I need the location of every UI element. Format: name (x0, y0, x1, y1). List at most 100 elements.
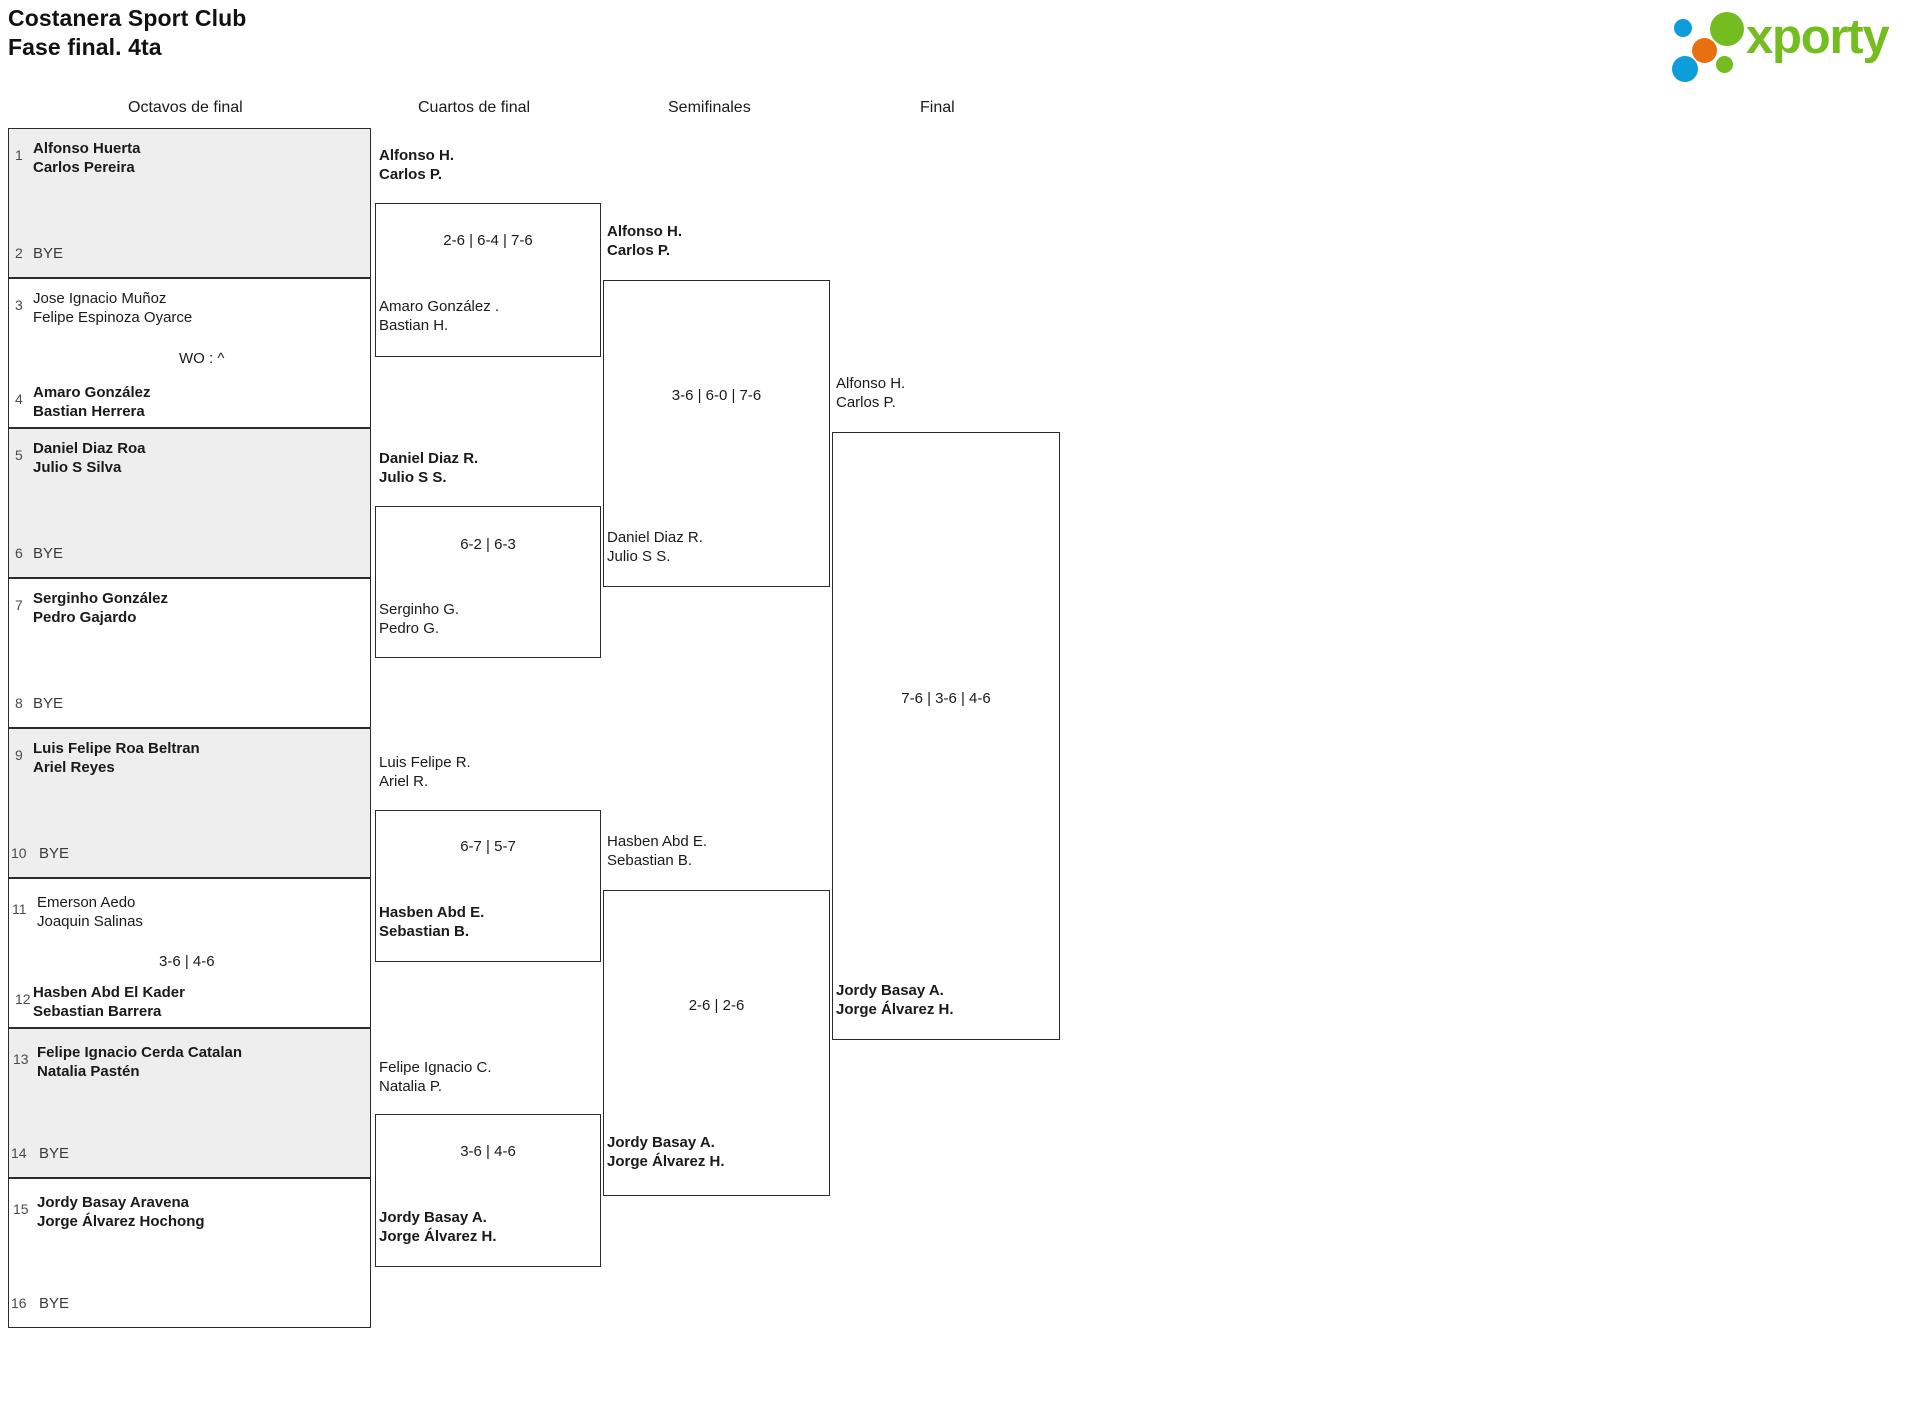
seed-player-1: Emerson Aedo (37, 894, 136, 911)
club-name: Costanera Sport Club (8, 5, 247, 31)
seed-player-2: Julio S Silva (33, 459, 122, 476)
seed-player-2: Bastian Herrera (33, 403, 145, 420)
seed-names: Serginho González Pedro Gajardo (33, 589, 168, 627)
final-top-player-2: Carlos P. (836, 394, 896, 411)
qf-bottom-player-2: Sebastian B. (379, 923, 470, 940)
sf-bottom-player-1: Daniel Diaz R. (607, 529, 703, 546)
logo-dot-blue-large-icon (1672, 56, 1698, 82)
final-top: Alfonso H. Carlos P. (836, 374, 905, 412)
qf-top-player-1: Luis Felipe R. (379, 754, 471, 771)
seed-number: 12 (15, 991, 31, 1007)
seed-player-1: Luis Felipe Roa Beltran (33, 740, 200, 757)
qf-bottom-player-2: Bastian H. (379, 317, 449, 334)
seed-number: 4 (15, 391, 23, 407)
sf-top-player-2: Sebastian B. (607, 852, 693, 869)
logo-dot-green-large-icon (1710, 12, 1744, 46)
qf-match-1-box[interactable] (375, 203, 601, 357)
qf-top-player-2: Ariel R. (379, 773, 429, 790)
seed-bye-label: BYE (39, 845, 70, 862)
sf-top-player-2: Carlos P. (607, 242, 671, 259)
qf-bottom-player-1: Hasben Abd E. (379, 904, 485, 921)
seed-player-1: Daniel Diaz Roa (33, 440, 146, 457)
round-label-cuartos: Cuartos de final (418, 99, 531, 116)
sf-top-player-1: Hasben Abd E. (607, 833, 708, 850)
qf-match-3-top: Luis Felipe R. Ariel R. (379, 753, 471, 791)
phase-name: Fase final. 4ta (8, 34, 162, 60)
seed-names: Emerson Aedo Joaquin Salinas (37, 893, 143, 931)
seed-names: Alfonso Huerta Carlos Pereira (33, 139, 141, 177)
seed-number: 5 (15, 447, 23, 463)
seed-number: 7 (15, 597, 23, 613)
qf-match-3-box[interactable] (375, 810, 601, 962)
seed-names: Jose Ignacio Muñoz Felipe Espinoza Oyarc… (33, 289, 192, 327)
seed-names: Jordy Basay Aravena Jorge Álvarez Hochon… (37, 1193, 205, 1231)
sf-match-2-box[interactable] (603, 890, 830, 1196)
seed-player-1: Jordy Basay Aravena (37, 1194, 190, 1211)
seed-names: Hasben Abd El Kader Sebastian Barrera (33, 983, 185, 1021)
qf-match-4-bottom: Jordy Basay A. Jorge Álvarez H. (379, 1208, 497, 1246)
seed-bye-label: BYE (39, 1145, 70, 1162)
qf-match-2-top: Daniel Diaz R. Julio S S. (379, 449, 478, 487)
sf-match-1-bottom: Daniel Diaz R. Julio S S. (607, 528, 703, 566)
seed-names: Daniel Diaz Roa Julio S Silva (33, 439, 146, 477)
qf-top-player-2: Carlos P. (379, 166, 443, 183)
sf-match-1-top: Alfonso H. Carlos P. (607, 222, 682, 260)
seed-number: 15 (13, 1201, 29, 1217)
r16-match-4[interactable]: 7 Serginho González Pedro Gajardo 8 BYE (8, 578, 371, 728)
qf-match-4-box[interactable] (375, 1114, 601, 1267)
seed-player-2: Felipe Espinoza Oyarce (33, 309, 193, 326)
sf-top-player-1: Alfonso H. (607, 223, 682, 240)
seed-bye-label: BYE (39, 1295, 70, 1312)
qf-bottom-player-1: Jordy Basay A. (379, 1209, 487, 1226)
sf-match-1-box[interactable] (603, 280, 830, 587)
r16-match-6[interactable]: 11 Emerson Aedo Joaquin Salinas 3-6 | 4-… (8, 878, 371, 1028)
qf-match-4-top: Felipe Ignacio C. Natalia P. (379, 1058, 492, 1096)
sf-bottom-player-2: Jorge Álvarez H. (607, 1153, 725, 1170)
seed-number: 8 (15, 695, 23, 711)
seed-player-1: Alfonso Huerta (33, 140, 141, 157)
seed-player-2: Pedro Gajardo (33, 609, 137, 626)
qf-bottom-player-2: Pedro G. (379, 620, 440, 637)
seed-player-2: Natalia Pastén (37, 1063, 140, 1080)
logo-dots-icon (1672, 12, 1746, 82)
seed-number: 11 (12, 901, 27, 917)
seed-player-1: Felipe Ignacio Cerda Catalan (37, 1044, 243, 1061)
qf-match-4-score: 3-6 | 4-6 (460, 1143, 516, 1160)
sf-bottom-player-2: Julio S S. (607, 548, 671, 565)
final-bottom-player-2: Jorge Álvarez H. (836, 1001, 954, 1018)
seed-player-2: Carlos Pereira (33, 159, 135, 176)
r16-match-2[interactable]: 3 Jose Ignacio Muñoz Felipe Espinoza Oya… (8, 278, 371, 428)
r16-match-7[interactable]: 13 Felipe Ignacio Cerda Catalan Natalia … (8, 1028, 371, 1178)
seed-player-1: Hasben Abd El Kader (33, 984, 185, 1001)
final-match-box[interactable] (832, 432, 1060, 1040)
r16-score-match-2: WO : ^ (179, 350, 225, 367)
sf-match-2-score: 2-6 | 2-6 (688, 997, 745, 1014)
seed-bye-label: BYE (33, 545, 64, 562)
page-title: Costanera Sport Club Fase final. 4ta (8, 4, 246, 62)
r16-match-8[interactable]: 15 Jordy Basay Aravena Jorge Álvarez Hoc… (8, 1178, 371, 1328)
qf-top-player-1: Felipe Ignacio C. (379, 1059, 492, 1076)
qf-match-1-score: 2-6 | 6-4 | 7-6 (443, 232, 533, 249)
seed-bye-label: BYE (33, 245, 64, 262)
qf-match-3-score: 6-7 | 5-7 (460, 838, 516, 855)
r16-match-5[interactable]: 9 Luis Felipe Roa Beltran Ariel Reyes 10… (8, 728, 371, 878)
r16-match-3[interactable]: 5 Daniel Diaz Roa Julio S Silva 6 BYE (8, 428, 371, 578)
logo-dot-orange-icon (1692, 38, 1717, 63)
r16-match-1[interactable]: 1 Alfonso Huerta Carlos Pereira 2 BYE (8, 128, 371, 278)
qf-bottom-player-1: Serginho G. (379, 601, 460, 618)
seed-player-1: Amaro González (33, 384, 151, 401)
qf-match-2-box[interactable] (375, 506, 601, 658)
qf-match-3-bottom: Hasben Abd E. Sebastian B. (379, 903, 484, 941)
seed-names: Amaro González Bastian Herrera (33, 383, 151, 421)
seed-number: 16 (11, 1295, 27, 1311)
round-label-octavos: Octavos de final (128, 99, 243, 116)
logo-wordmark: xporty (1746, 10, 1890, 64)
seed-number: 3 (15, 297, 23, 313)
seed-number: 13 (13, 1051, 29, 1067)
qf-top-player-2: Natalia P. (379, 1078, 443, 1095)
qf-match-2-score: 6-2 | 6-3 (460, 536, 516, 553)
round-label-final: Final (920, 99, 955, 116)
logo-dot-blue-small-icon (1674, 19, 1692, 37)
qf-match-2-bottom: Serginho G. Pedro G. (379, 600, 459, 638)
